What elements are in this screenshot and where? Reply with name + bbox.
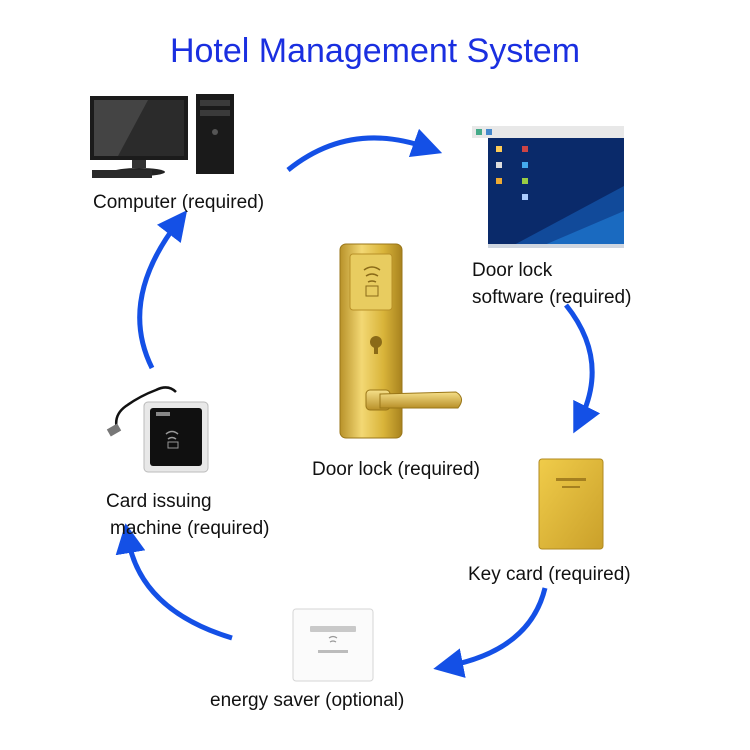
key-card-label: Key card (required) xyxy=(468,564,631,585)
diagram-title: Hotel Management System xyxy=(169,32,581,70)
software-screenshot xyxy=(472,126,624,250)
door-lock-label: Door lock (required) xyxy=(312,459,480,480)
arrow-cardissuer-to-computer xyxy=(137,210,188,370)
software-label-line2: software (required) xyxy=(472,287,632,308)
card-issuer-image xyxy=(106,376,216,476)
arrow-computer-to-software xyxy=(286,128,443,172)
computer-image xyxy=(88,92,238,182)
arrow-keycard-to-energysaver xyxy=(433,587,548,678)
energy-saver-label: energy saver (optional) xyxy=(210,690,405,711)
software-label: Door lock software (required) xyxy=(472,257,631,311)
arrow-software-to-keycard xyxy=(564,303,601,434)
card-issuer-label-line1: Card issuing xyxy=(106,491,212,512)
software-label-line1: Door lock xyxy=(472,260,553,281)
key-card-image xyxy=(538,458,604,550)
computer-label: Computer (required) xyxy=(93,192,265,213)
card-issuer-label: Card issuing machine (required) xyxy=(106,488,269,542)
energy-saver-image xyxy=(292,608,374,682)
card-issuer-label-line2: machine (required) xyxy=(110,518,270,539)
door-lock-image xyxy=(336,242,468,440)
arrow-energysaver-to-cardissuer xyxy=(115,523,233,641)
